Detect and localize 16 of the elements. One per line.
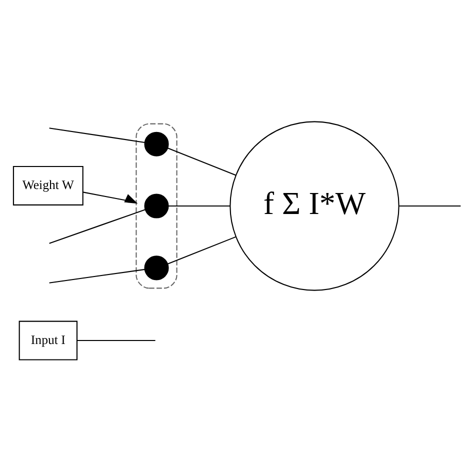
node-circle xyxy=(144,193,168,218)
connector xyxy=(48,208,145,244)
connector xyxy=(48,268,144,283)
connector xyxy=(76,339,155,341)
connector xyxy=(167,147,236,176)
cluster xyxy=(135,122,177,288)
connector xyxy=(48,127,144,143)
node-circle: f Σ I*W xyxy=(229,120,399,290)
connector xyxy=(398,204,460,206)
node-box: Weight W xyxy=(12,165,83,205)
node-circle xyxy=(144,131,168,156)
arrow xyxy=(82,191,138,204)
connector xyxy=(167,236,236,264)
node-circle xyxy=(144,255,168,280)
connector xyxy=(168,204,230,206)
node-box: Input I xyxy=(18,320,78,360)
